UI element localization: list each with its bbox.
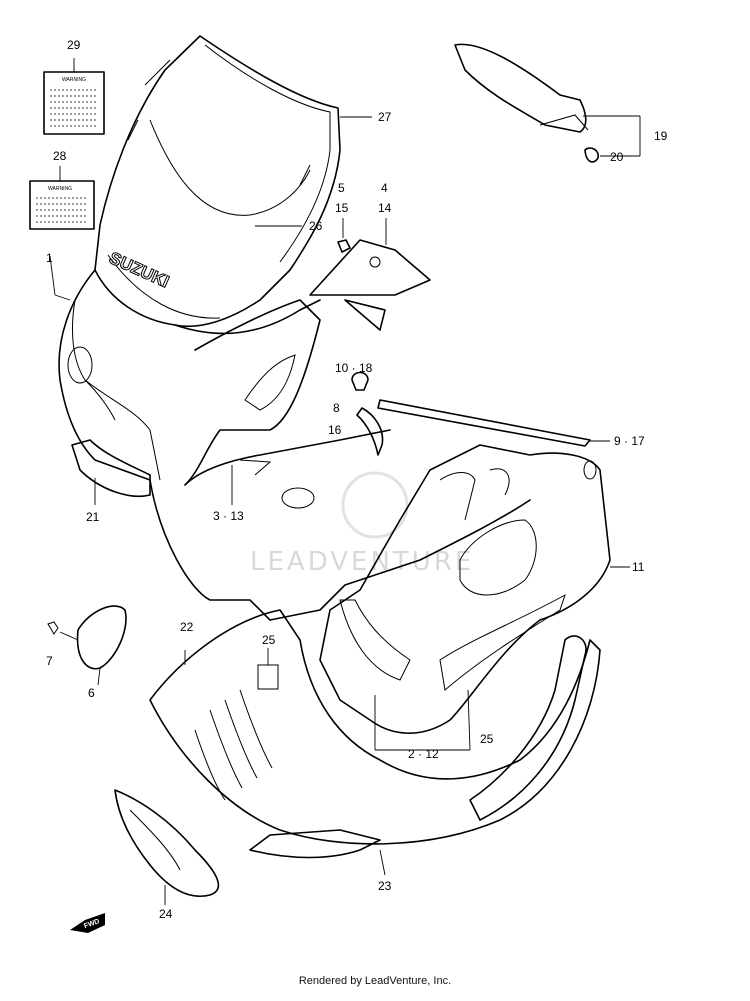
callout-28: 28 xyxy=(53,149,67,163)
inner-panel-21 xyxy=(71,439,151,505)
callout-22: 22 xyxy=(180,620,194,634)
callout-2-12: 2 · 12 xyxy=(408,747,439,761)
callout-21: 21 xyxy=(86,510,100,524)
part-19 xyxy=(454,43,641,163)
warning-label-29: WARNING xyxy=(43,58,105,135)
bracket-4 xyxy=(309,218,431,331)
callout-1: 1 xyxy=(46,251,53,265)
clip-10 xyxy=(351,371,369,391)
side-cover-6 xyxy=(47,605,127,686)
callout-25-left: 25 xyxy=(262,633,276,647)
callout-25-right: 25 xyxy=(480,732,494,746)
footer-credit: Rendered by LeadVenture, Inc. xyxy=(298,975,452,987)
callout-14: 14 xyxy=(378,201,392,215)
callout-27: 27 xyxy=(378,110,392,124)
callout-4: 4 xyxy=(381,181,388,195)
warning-label-29-title: WARNING xyxy=(62,77,86,83)
callout-9-17: 9 · 17 xyxy=(614,434,645,448)
watermark: LEADVENTURE xyxy=(250,471,474,577)
callout-5: 5 xyxy=(338,181,345,195)
upper-cowl xyxy=(49,255,531,621)
trim-8 xyxy=(356,407,384,456)
callout-8: 8 xyxy=(333,401,340,415)
callout-10-18: 10 · 18 xyxy=(335,361,373,375)
suzuki-decal: SUZUKI xyxy=(106,248,172,291)
callout-26: 26 xyxy=(309,219,323,233)
callout-11: 11 xyxy=(632,560,645,574)
watermark-text: LEADVENTURE xyxy=(250,547,474,577)
fwd-marker: FWD xyxy=(70,913,105,933)
callout-20: 20 xyxy=(610,150,624,164)
cover-24 xyxy=(114,789,220,905)
callout-15: 15 xyxy=(335,201,349,215)
callout-16: 16 xyxy=(328,423,342,437)
callout-23: 23 xyxy=(378,879,392,893)
callout-19: 19 xyxy=(654,129,668,143)
windscreen: SUZUKI xyxy=(94,35,372,328)
callout-6: 6 xyxy=(88,686,95,700)
center-panel xyxy=(184,299,391,509)
side-cowl-11 xyxy=(319,444,630,751)
warning-label-28: WARNING xyxy=(29,166,95,230)
warning-label-28-title: WARNING xyxy=(48,186,72,192)
callout-29: 29 xyxy=(67,38,81,52)
screw-5 xyxy=(337,218,351,253)
callout-7: 7 xyxy=(46,654,53,668)
under-cowl xyxy=(149,609,601,876)
callouts: 29 28 27 26 5 15 4 14 1 10 · 18 8 16 9 ·… xyxy=(46,38,668,921)
trim-strip-9 xyxy=(377,399,610,447)
callout-3-13: 3 · 13 xyxy=(213,509,244,523)
callout-24: 24 xyxy=(159,907,173,921)
